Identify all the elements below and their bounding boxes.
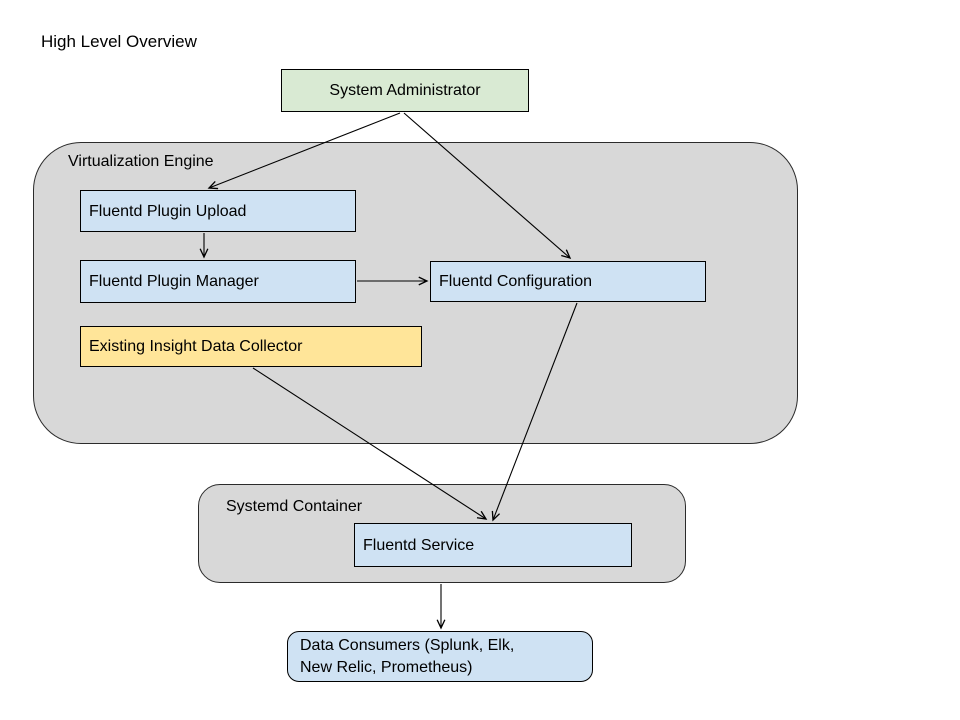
node-data-consumers-label-line2: New Relic, Prometheus) bbox=[300, 658, 473, 676]
node-fluentd-service-label: Fluentd Service bbox=[363, 536, 475, 554]
node-existing-insight-data-collector: Existing Insight Data Collector bbox=[80, 326, 422, 367]
node-fluentd-plugin-upload: Fluentd Plugin Upload bbox=[80, 190, 356, 232]
node-fluentd-configuration-label: Fluentd Configuration bbox=[439, 273, 592, 290]
node-fluentd-plugin-manager: Fluentd Plugin Manager bbox=[80, 260, 356, 303]
node-fluentd-plugin-upload-label: Fluentd Plugin Upload bbox=[89, 202, 247, 220]
node-system-administrator: System Administrator bbox=[281, 69, 529, 112]
node-existing-insight-data-collector-label: Existing Insight Data Collector bbox=[89, 338, 303, 355]
page-title: High Level Overview bbox=[41, 32, 197, 51]
node-fluentd-configuration: Fluentd Configuration bbox=[430, 261, 706, 302]
node-system-administrator-label: System Administrator bbox=[329, 82, 481, 99]
node-fluentd-plugin-manager-label: Fluentd Plugin Manager bbox=[89, 273, 259, 290]
node-fluentd-service: Fluentd Service bbox=[354, 523, 632, 567]
node-data-consumers: Data Consumers (Splunk, Elk, New Relic, … bbox=[287, 631, 593, 682]
node-data-consumers-label-line1: Data Consumers (Splunk, Elk, bbox=[300, 636, 515, 654]
container-virtualization-engine-label: Virtualization Engine bbox=[68, 153, 214, 170]
container-systemd-container-label: Systemd Container bbox=[226, 498, 363, 515]
